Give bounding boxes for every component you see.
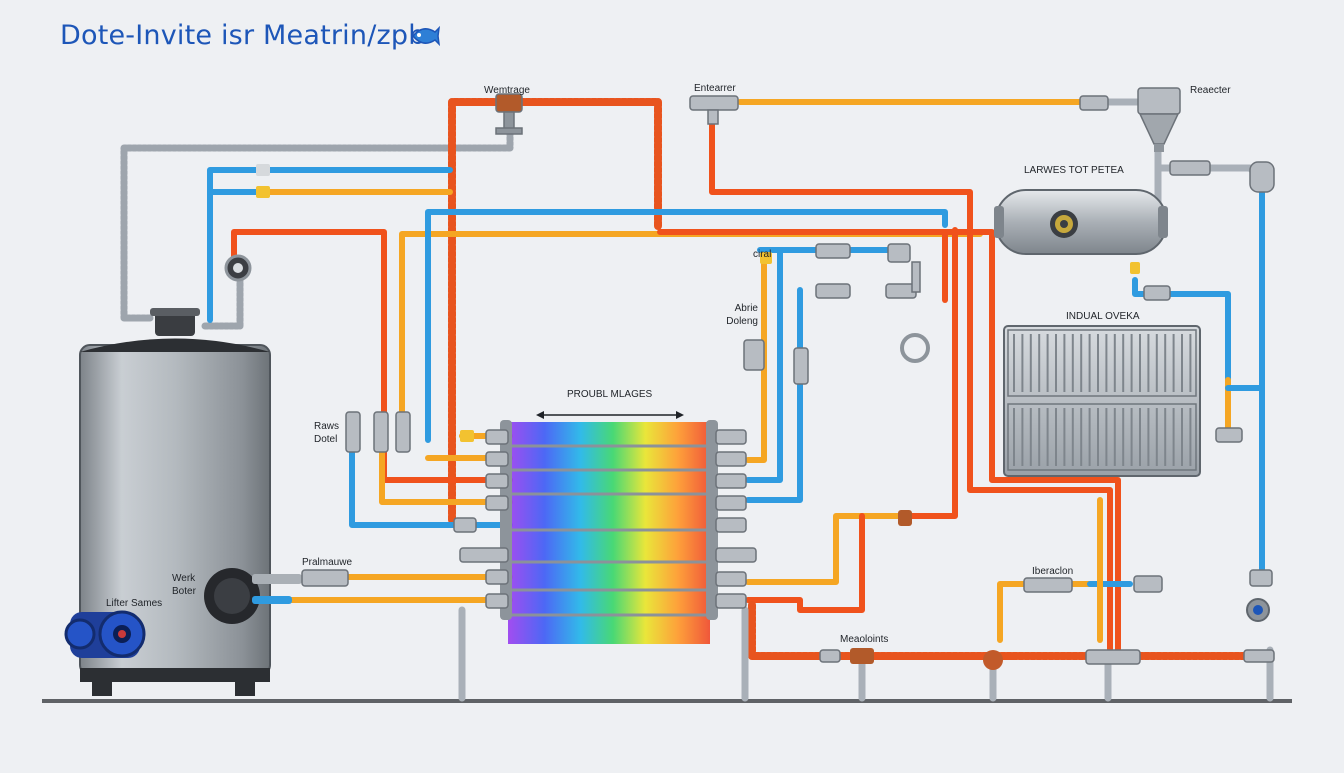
cyclone-separator-icon [1137,87,1181,152]
pump-icon [64,610,146,658]
steel-pipe-tank-loop-2 [201,268,244,330]
floor-line [42,699,1292,703]
label-werk-boter: Werk Boter [172,573,196,597]
steel-pipe-tank-loop [120,116,514,322]
hot-pipe-top-right [709,115,1113,663]
label-meaoloints: Meaoloints [840,634,889,645]
label-entearrer: Entearrer [694,83,736,94]
warm-pipe-left-2 [379,437,513,505]
braided-hot-pipe-top-2 [516,98,662,232]
reactor-vessel-icon [994,189,1168,255]
label-abrie-doleng: Abrie Doleng [726,303,758,327]
motor-icon [204,568,302,624]
warm-pipe-left-3 [399,231,983,443]
heat-exchanger-icon [500,411,718,644]
braided-hot-pipe-top [448,98,504,524]
radiator-icon [1003,325,1201,477]
cold-pipe-left-1 [207,167,453,323]
label-ciral: ciral [753,249,772,260]
label-pralmauwe: Pralmauwe [302,557,353,568]
cold-pipe-left-4 [425,209,948,443]
page-title: Dote-Invite isr Meatrin/zpb [60,20,426,51]
exchanger-ports [453,429,757,609]
gauge-icon [224,164,1270,670]
warm-pipe-exch-out-1 [745,513,903,585]
cold-pipe-right-2 [1132,277,1231,383]
label-wemtrage: Wemtrage [484,85,530,96]
hot-pipe-exch-out-2 [745,513,865,613]
hot-pipe-mid [657,229,1121,663]
label-reaecter: Reaecter [1190,85,1231,96]
label-proubl-mlages: PROUBL MLAGES [567,389,653,400]
cold-pipe-center-3 [745,247,783,483]
label-indual-oveka: INDUAL OVEKA [1066,311,1140,322]
label-raws-dotel: Raws Dotel [314,421,340,445]
hot-pipe-mid-2 [857,227,958,519]
pipe-network [120,98,1274,702]
label-lifter-sames: Lifter Sames [106,598,163,609]
warm-pipe-center [745,259,767,463]
fish-icon [412,25,441,47]
valve-icon [301,93,1275,665]
label-larwes-tot-petea: LARWES TOT PETEA [1024,165,1124,176]
label-iberaclon: Iberaclon [1032,566,1074,577]
hot-pipe-left [231,229,513,483]
